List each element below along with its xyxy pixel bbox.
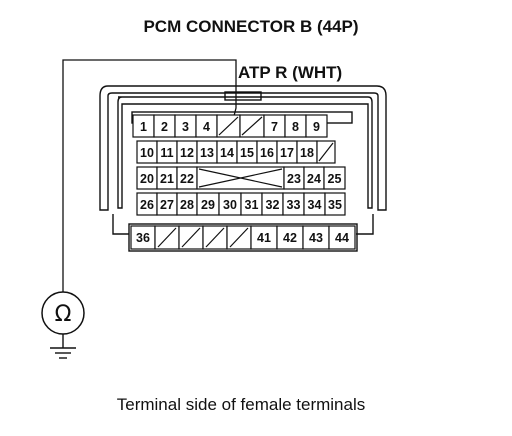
terminal-row-1	[132, 114, 328, 138]
terminal-label: 25	[328, 172, 342, 186]
terminal-label: 15	[240, 146, 254, 160]
terminal-label: 24	[307, 172, 321, 186]
terminal-44	[328, 225, 356, 250]
ground-icon	[50, 334, 76, 359]
terminal-label: 28	[180, 198, 194, 212]
terminal-label: 1	[140, 120, 147, 134]
terminal-label: 18	[300, 146, 314, 160]
terminal-label: 11	[160, 146, 173, 160]
terminal-label: 21	[160, 172, 174, 186]
unused-slash-5	[218, 116, 239, 136]
terminal-label: 42	[283, 231, 297, 245]
terminal-label: 29	[201, 198, 215, 212]
terminal-label: 33	[287, 198, 301, 212]
terminal-label: 23	[287, 172, 301, 186]
terminal-label: 44	[335, 231, 349, 245]
terminal-label: 22	[180, 172, 194, 186]
unused-slash-39	[205, 227, 225, 248]
terminal-label: 16	[260, 146, 274, 160]
unused-slash-40	[229, 227, 249, 248]
ohmmeter-icon: Ω	[41, 291, 85, 335]
terminal-row-3	[136, 166, 346, 190]
terminal-label: 26	[140, 198, 154, 212]
terminal-label: 12	[180, 146, 194, 160]
connector-title: PCM CONNECTOR B (44P)	[143, 17, 358, 36]
terminal-label: 32	[266, 198, 280, 212]
unused-slash-19	[318, 142, 334, 162]
ohm-symbol: Ω	[55, 302, 72, 327]
terminal-label: 20	[140, 172, 154, 186]
terminal-label: 43	[309, 231, 323, 245]
terminal-label: 2	[161, 120, 168, 134]
terminal-row-5	[130, 225, 356, 250]
terminal-label: 36	[136, 231, 150, 245]
terminal-label: 31	[245, 198, 259, 212]
terminal-label: 3	[182, 120, 189, 134]
blocked-cavity-cross-b	[198, 168, 283, 188]
terminal-row-4	[136, 192, 346, 216]
terminal-label: 30	[223, 198, 237, 212]
terminal-35	[324, 192, 346, 216]
terminal-label: 14	[220, 146, 234, 160]
terminal-label: 10	[140, 146, 154, 160]
terminal-label: 13	[200, 146, 214, 160]
terminal-label: 4	[203, 120, 210, 134]
terminal-label: 34	[308, 198, 322, 212]
terminal-25	[323, 166, 346, 190]
terminal-label: 9	[313, 120, 320, 134]
terminal-label: 7	[271, 120, 278, 134]
unused-slash-37	[157, 227, 177, 248]
wire-label: ATP R (WHT)	[238, 63, 342, 82]
terminal-label: 41	[257, 231, 271, 245]
unused-slash-38	[181, 227, 201, 248]
terminal-row-2	[136, 140, 336, 164]
terminal-labels: 1 2 3 4 7 8 9 10 11 12 13 14 15 16 17 18…	[136, 120, 349, 245]
terminal-9	[305, 114, 328, 138]
terminal-label: 8	[292, 120, 299, 134]
terminal-label: 27	[160, 198, 174, 212]
terminal-block	[130, 114, 356, 250]
terminal-label: 17	[280, 146, 294, 160]
terminal-label: 35	[328, 198, 342, 212]
unused-slash-6	[241, 116, 263, 136]
view-caption: Terminal side of female terminals	[117, 395, 365, 414]
